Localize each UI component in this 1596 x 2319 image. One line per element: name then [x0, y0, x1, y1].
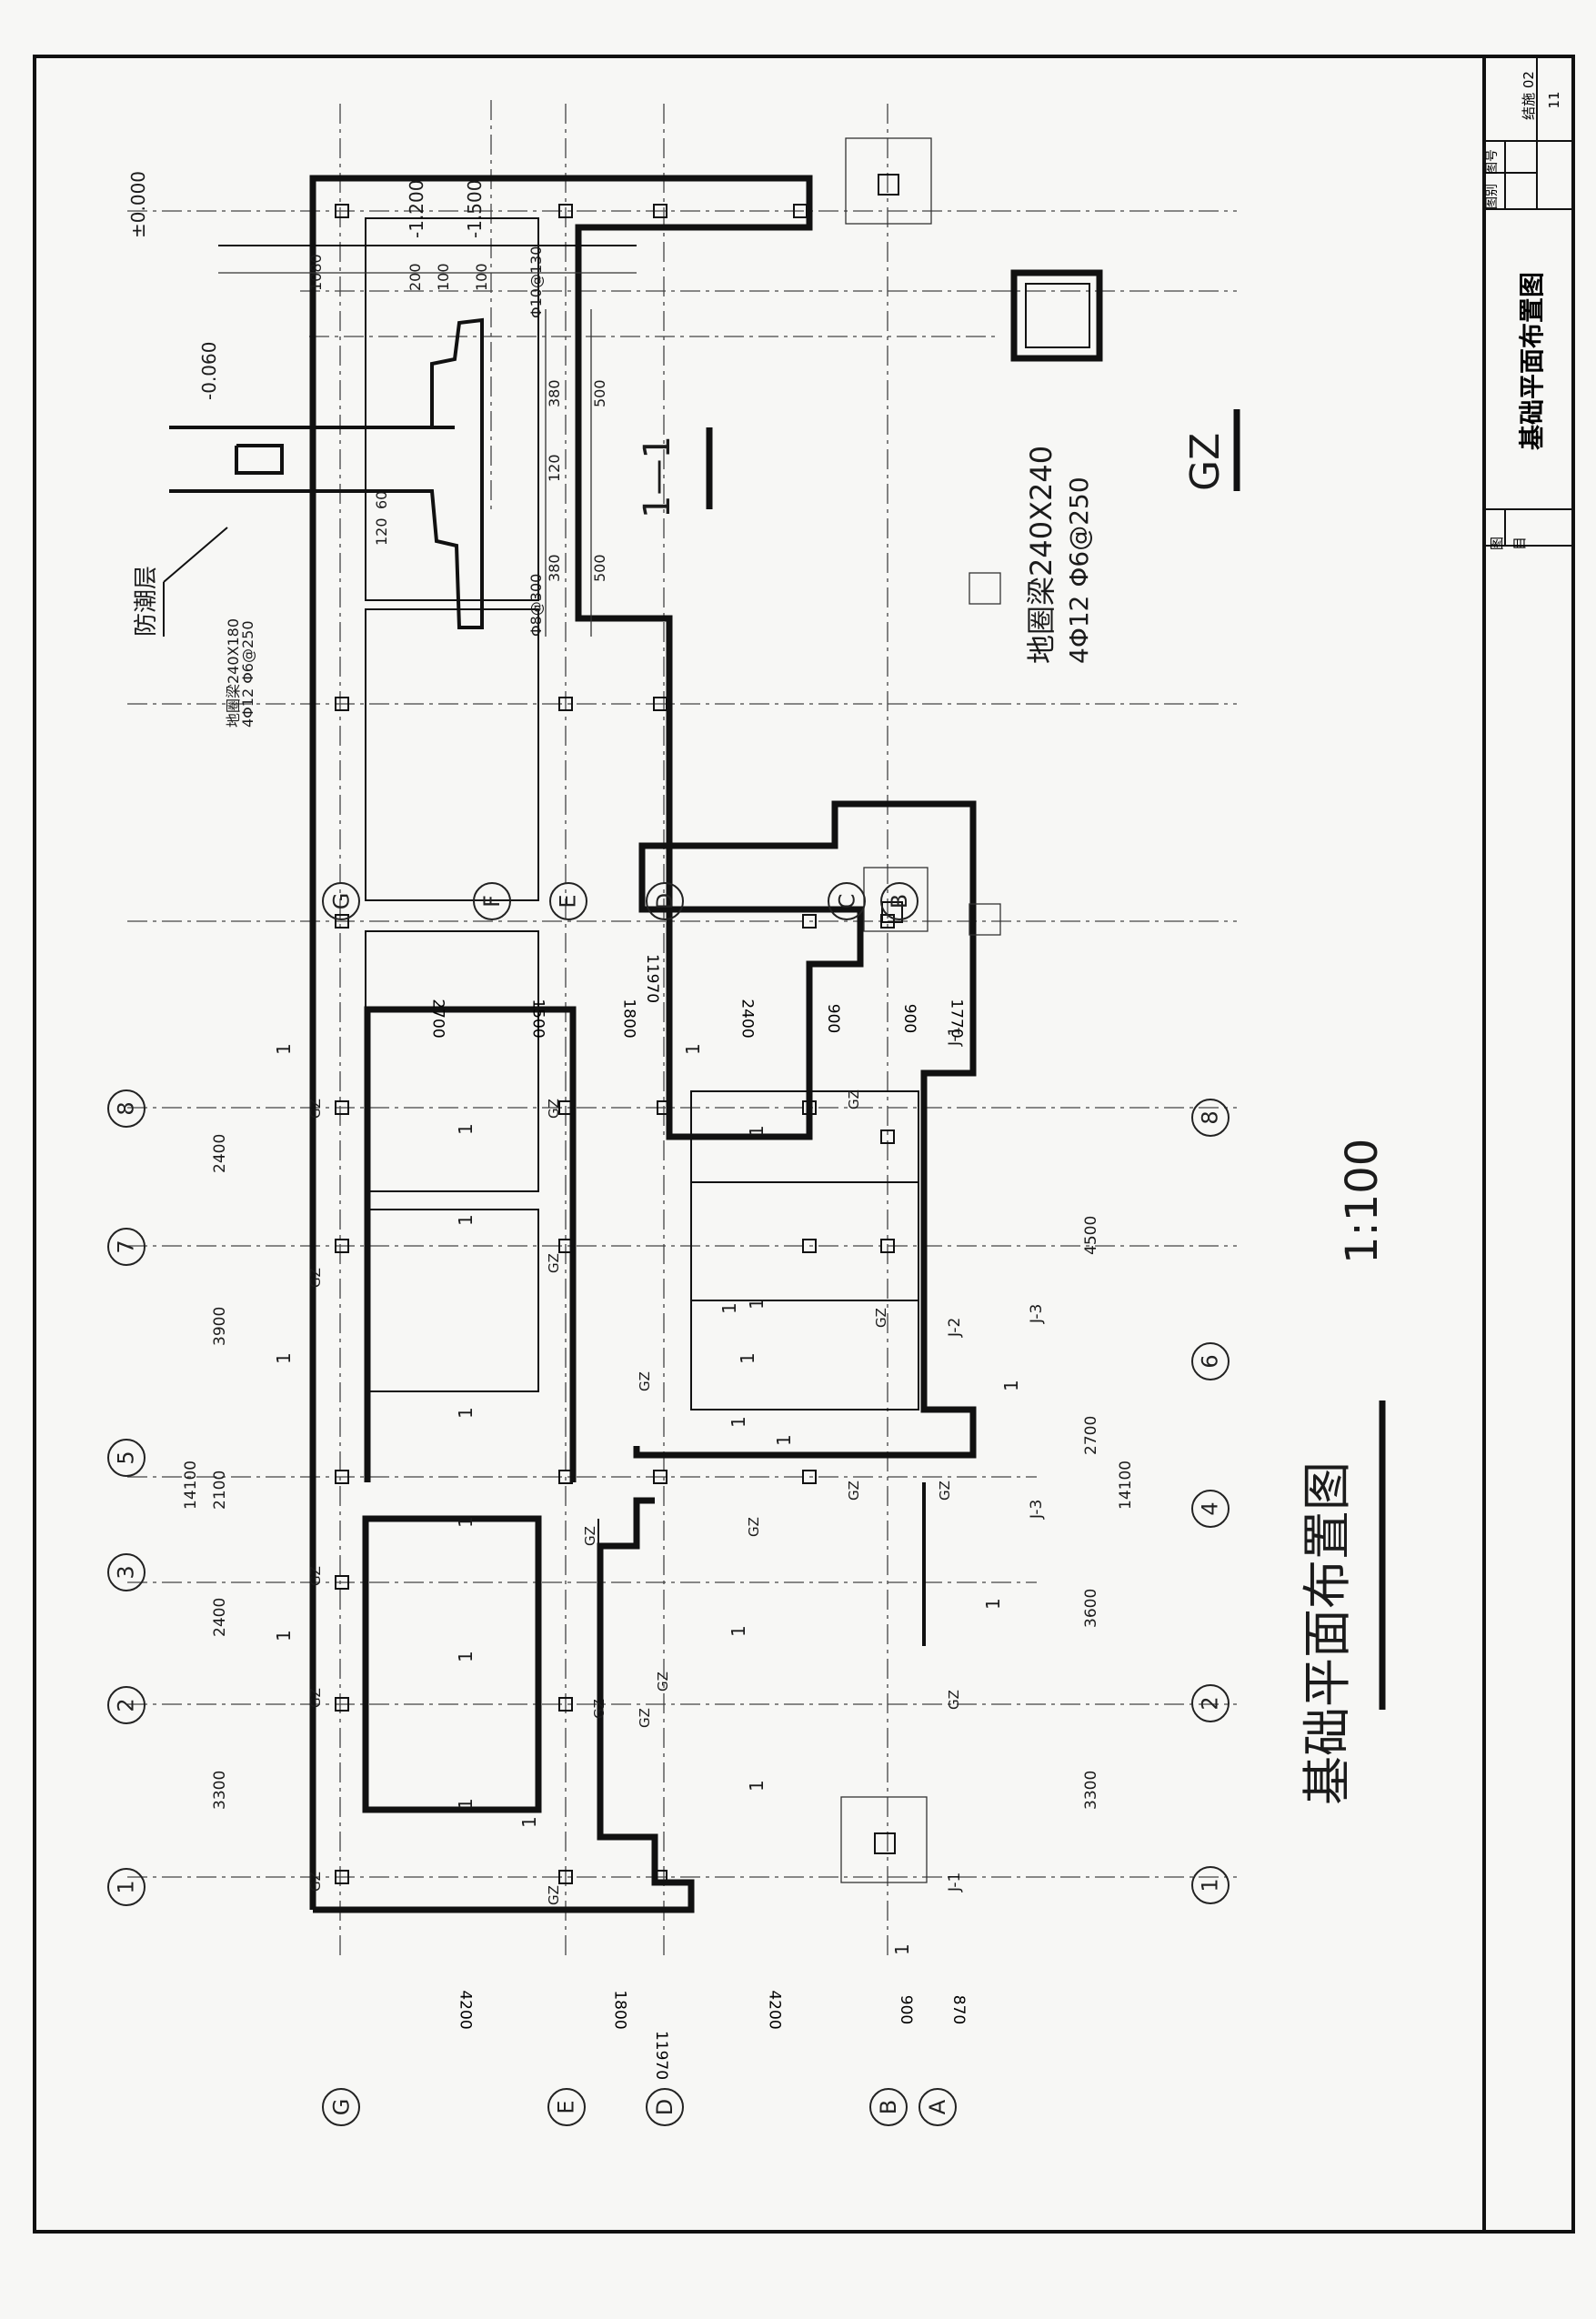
footings — [840, 137, 1001, 1883]
axis-row-bottom-D: D — [646, 2088, 684, 2126]
gz-column-27 — [880, 1129, 895, 1144]
gz-column-5 — [335, 1575, 349, 1590]
gz-column-26 — [880, 1239, 895, 1253]
gz-column-24 — [802, 1100, 817, 1115]
axis-col-bottom-4: 4 — [1191, 1490, 1230, 1528]
axis-col-bottom-6: 6 — [1191, 1342, 1230, 1380]
axis-col-bottom-1: 1 — [1191, 1866, 1230, 1904]
gz-column-23 — [657, 1100, 671, 1115]
title-block — [1484, 56, 1573, 547]
gz-column-7 — [335, 1239, 349, 1253]
gz-column-20 — [558, 1239, 573, 1253]
axis-row-top-F: F — [473, 882, 511, 920]
gz-column-4 — [558, 1697, 573, 1712]
axis-row-top-G: G — [322, 882, 360, 920]
sheet-border — [33, 55, 1575, 2234]
axis-col-top-1: 1 — [107, 1868, 146, 1906]
gz-column-14 — [558, 204, 573, 218]
gz-column-6 — [335, 1470, 349, 1484]
wall-outline — [309, 175, 977, 1913]
gz-column-11 — [558, 697, 573, 711]
section-1-1 — [163, 245, 637, 637]
gz-column-16 — [793, 204, 808, 218]
gz-column-19 — [802, 1470, 817, 1484]
gz-column-25 — [802, 914, 817, 929]
axis-row-bottom-B: B — [869, 2088, 908, 2126]
gz-column-8 — [335, 1100, 349, 1115]
axis-col-top-5: 5 — [107, 1439, 146, 1477]
axis-col-top-8: 8 — [107, 1089, 146, 1128]
gz-column-21 — [802, 1239, 817, 1253]
gz-column-1 — [558, 1870, 573, 1884]
axis-row-top-B: B — [880, 882, 918, 920]
axis-col-top-7: 7 — [107, 1228, 146, 1266]
axis-row-bottom-A: A — [918, 2088, 957, 2126]
gz-column-12 — [653, 697, 668, 711]
axis-row-top-D: D — [646, 882, 684, 920]
axis-row-bottom-G: G — [322, 2088, 360, 2126]
axis-row-top-E: E — [549, 882, 587, 920]
gz-column-0 — [335, 1870, 349, 1884]
gz-column-15 — [653, 204, 668, 218]
axis-row-top-C: C — [828, 882, 866, 920]
axis-col-top-3: 3 — [107, 1553, 146, 1591]
gz-column-17 — [558, 1470, 573, 1484]
axis-row-bottom-E: E — [547, 2088, 586, 2126]
gz-section — [1010, 269, 1103, 362]
gz-column-3 — [335, 1697, 349, 1712]
axis-col-top-2: 2 — [107, 1686, 146, 1724]
gz-column-10 — [335, 697, 349, 711]
axis-col-bottom-2: 2 — [1191, 1684, 1230, 1722]
axis-col-bottom-8: 8 — [1191, 1099, 1230, 1137]
gz-column-2 — [653, 1870, 668, 1884]
row-axes — [339, 100, 888, 1955]
gz-column-18 — [653, 1470, 668, 1484]
gz-column-13 — [335, 204, 349, 218]
gz-column-22 — [558, 1100, 573, 1115]
